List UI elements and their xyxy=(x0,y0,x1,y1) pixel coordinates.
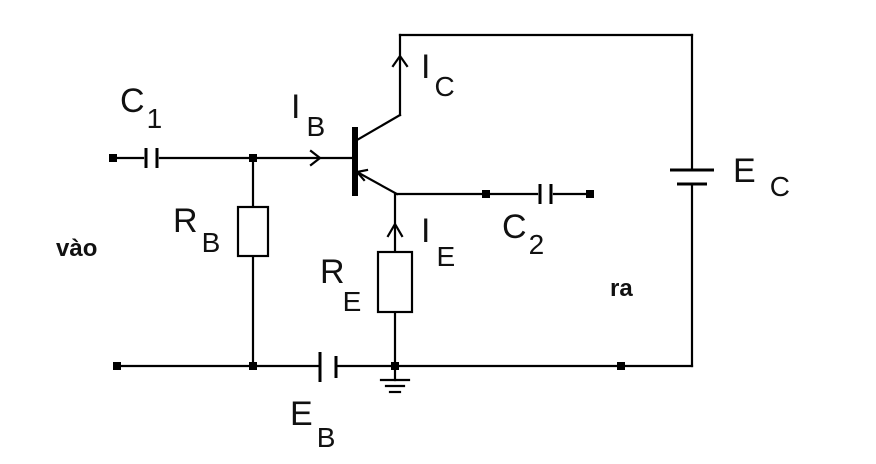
base-node xyxy=(249,154,257,162)
collector-lead xyxy=(355,113,402,142)
eb-label: EB xyxy=(290,395,335,453)
rb-resistor xyxy=(236,205,270,258)
input-terminal-label: vào xyxy=(56,235,97,262)
c1-label: C1 xyxy=(120,82,162,134)
re-resistor xyxy=(376,250,414,314)
emitter-lead xyxy=(355,170,399,196)
c2-label: C2 xyxy=(502,208,544,260)
input-node xyxy=(109,154,117,162)
ic-label: IC xyxy=(421,48,455,102)
ic-arrow-icon xyxy=(391,54,409,68)
ie-label: IE xyxy=(421,212,455,272)
ie-arrow-icon xyxy=(386,221,404,238)
input-ground-node xyxy=(113,362,121,370)
rb-label: RB xyxy=(173,202,220,258)
emitter-output-node xyxy=(482,190,490,198)
output-ground-node xyxy=(617,362,625,370)
re-ground-node xyxy=(391,362,399,370)
ib-arrow-icon xyxy=(309,149,322,167)
rb-ground-node xyxy=(249,362,257,370)
output-terminal-label: ra xyxy=(610,275,633,302)
output-node xyxy=(586,190,594,198)
ib-label: IB xyxy=(291,88,325,142)
emitter-arrow-icon xyxy=(354,168,369,182)
